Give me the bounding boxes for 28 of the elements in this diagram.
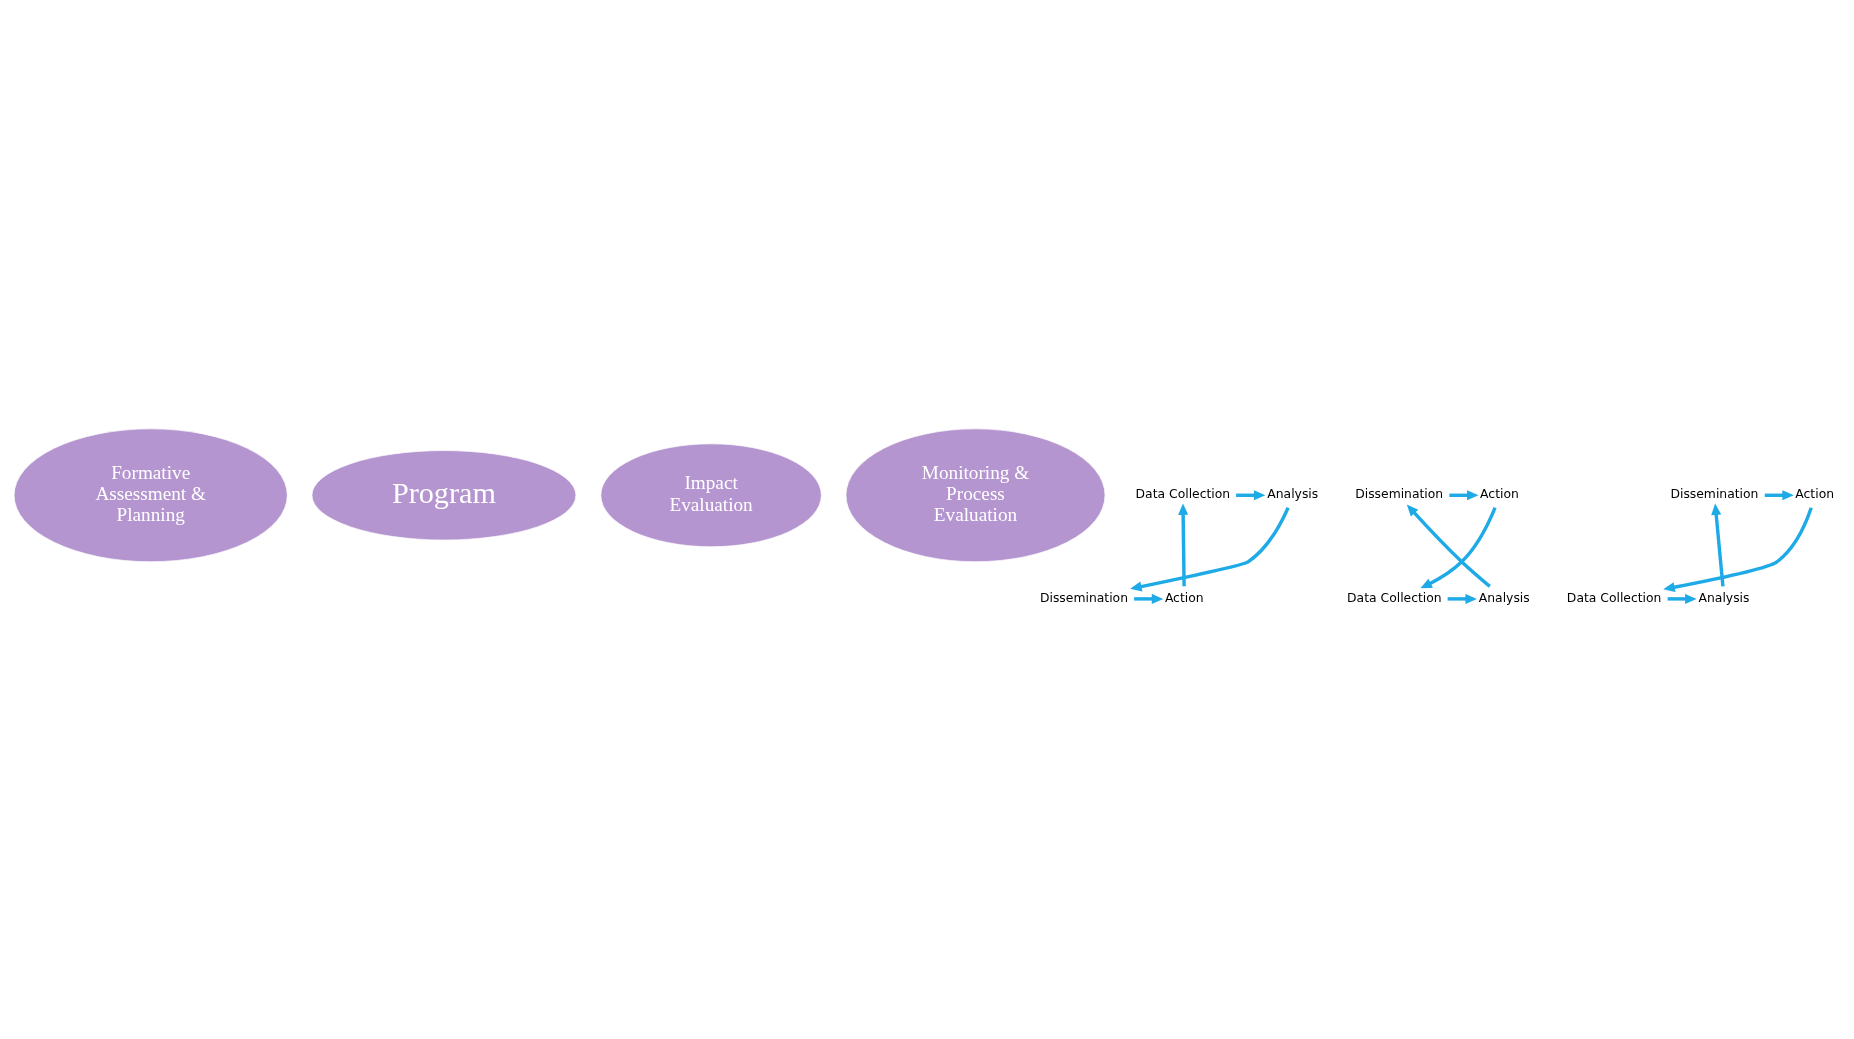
- node-text: Dissemination: [1355, 486, 1444, 501]
- arrow: [1447, 593, 1477, 604]
- node-text: Action: [1164, 590, 1204, 605]
- node-text: Analysis: [1267, 486, 1319, 501]
- node-text: Action: [1795, 486, 1835, 501]
- arrow: [1711, 502, 1725, 586]
- arrow: [1667, 593, 1697, 604]
- node-ellipse: Program: [311, 449, 577, 540]
- arrow: [1178, 502, 1189, 586]
- arrow: [1449, 489, 1479, 500]
- arrow: [1406, 504, 1491, 588]
- node-text: Analysis: [1698, 590, 1750, 605]
- arrow: [1130, 506, 1290, 591]
- arrow: [1420, 506, 1497, 588]
- node-text: Data Collection: [1566, 590, 1662, 605]
- arrow: [1663, 506, 1813, 592]
- node-text: Analysis: [1478, 590, 1530, 605]
- node-ellipse: Impact Evaluation: [600, 443, 822, 547]
- node-text: Dissemination: [1039, 590, 1128, 605]
- arrow: [1764, 489, 1794, 500]
- node-text: Action: [1480, 486, 1519, 501]
- node-ellipse: Formative Assessment & Planning: [13, 428, 288, 562]
- node-ellipse: Monitoring & Process Evaluation: [845, 428, 1106, 562]
- node-text: Dissemination: [1670, 486, 1759, 501]
- node-text: Data Collection: [1135, 486, 1231, 501]
- arrow: [1134, 593, 1164, 604]
- arrow: [1236, 489, 1266, 500]
- node-text: Data Collection: [1347, 590, 1442, 605]
